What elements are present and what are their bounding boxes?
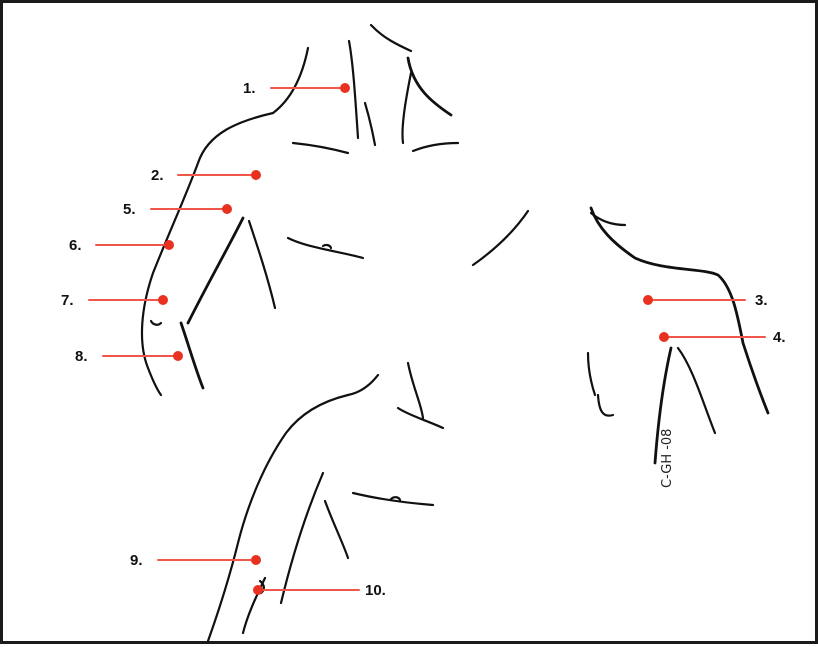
anatomy-diagram: C-GH -08 1. 2. 3. 4. 5. (3, 3, 818, 647)
neck-center-line-right (365, 103, 375, 145)
point-label-9: 9. (130, 552, 143, 569)
point-dot-9 (251, 555, 261, 565)
point-label-4: 4. (773, 329, 786, 346)
neck-right-outline (371, 25, 411, 51)
back-arm-line (678, 348, 715, 433)
lower-neck-line (348, 375, 378, 395)
lower-inner-arm (281, 473, 323, 603)
point-dot-10 (253, 585, 263, 595)
body-sketch (142, 25, 768, 641)
chest-side-line (249, 221, 275, 308)
point-label-5: 5. (123, 201, 136, 218)
neck-left-outline (273, 48, 308, 113)
inner-arm-line (188, 218, 243, 323)
point-dot-3 (643, 295, 653, 305)
point-dot-2 (251, 170, 261, 180)
point-label-10: 10. (365, 582, 386, 599)
point-label-3: 3. (755, 292, 768, 309)
point-dot-7 (158, 295, 168, 305)
clavicle-left (293, 143, 348, 153)
point-label-7: 7. (61, 292, 74, 309)
back-elbow-mark (598, 395, 613, 416)
point-dot-8 (173, 351, 183, 361)
elbow-crease-mark (151, 321, 161, 325)
lower-chest-line (353, 493, 433, 505)
point-dot-5 (222, 204, 232, 214)
signature-text: C-GH -08 (660, 429, 675, 488)
point-label-1: 1. (243, 80, 256, 97)
lower-shoulder-outline (208, 395, 348, 641)
lower-forearm-line (243, 578, 265, 633)
clavicle-right (413, 143, 458, 151)
point-dot-4 (659, 332, 669, 342)
point-dot-1 (340, 83, 350, 93)
point-label-2: 2. (151, 167, 164, 184)
back-scapula-mark (588, 353, 595, 395)
chest-mid-line (473, 211, 528, 265)
point-dot-6 (164, 240, 174, 250)
neck-right-inner (402, 73, 411, 143)
pectoral-line (288, 238, 363, 258)
shoulder-arm-outer-outline (142, 113, 273, 395)
lower-neck-right (408, 363, 423, 418)
trapezius-right (408, 58, 451, 115)
neck-center-line-left (349, 41, 358, 138)
lower-chest-side (325, 501, 348, 558)
point-markers: 1. 2. 3. 4. 5. 6. 7. (61, 80, 786, 599)
back-shoulder-outline (591, 208, 768, 413)
point-label-8: 8. (75, 348, 88, 365)
nipple-mark (323, 245, 331, 248)
point-label-6: 6. (69, 237, 82, 254)
forearm-inner-line (181, 323, 203, 388)
